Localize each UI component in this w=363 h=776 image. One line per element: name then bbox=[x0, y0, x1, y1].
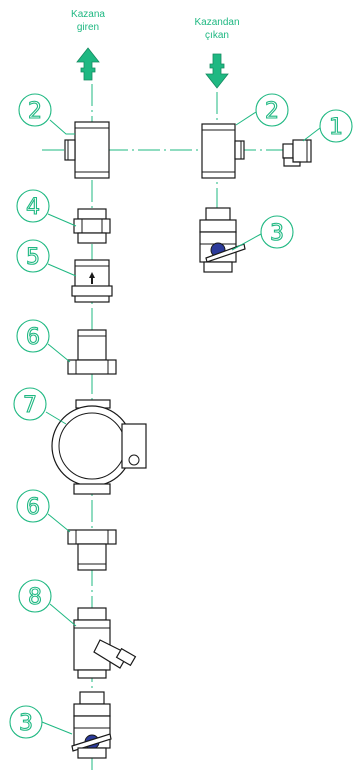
svg-text:7: 7 bbox=[23, 393, 37, 418]
inlet-label-line-2: giren bbox=[77, 22, 99, 33]
svg-text:8: 8 bbox=[28, 585, 42, 610]
svg-text:2: 2 bbox=[265, 99, 279, 124]
outlet-label-line-1: Kazandan bbox=[194, 17, 239, 28]
callout-4-nipple: 4 bbox=[16, 189, 77, 227]
lower-reducer-bushing bbox=[67, 529, 117, 571]
callout-1-right-fitting: 1 bbox=[302, 109, 353, 143]
svg-text:1: 1 bbox=[329, 115, 343, 140]
upper-reducer-bushing bbox=[67, 329, 117, 375]
y-strainer bbox=[73, 607, 137, 679]
outlet-label-line-2: çıkan bbox=[205, 30, 229, 41]
inlet-flow-up-arrow-icon bbox=[76, 47, 100, 81]
inlet-label-line-1: Kazana bbox=[71, 9, 105, 20]
svg-text:4: 4 bbox=[26, 195, 40, 220]
bottom-ball-valve bbox=[71, 691, 112, 759]
side-elbow-fitting bbox=[282, 139, 312, 167]
callout-3-right-valve: 3 bbox=[231, 215, 294, 251]
check-valve bbox=[71, 259, 113, 303]
callout-2-left-tee: 2 bbox=[18, 93, 75, 135]
svg-text:2: 2 bbox=[28, 99, 42, 124]
callout-8-strainer: 8 bbox=[18, 579, 77, 627]
right-tee-fitting bbox=[201, 123, 245, 179]
svg-text:6: 6 bbox=[26, 325, 40, 350]
outlet-flow-down-arrow-icon bbox=[205, 53, 229, 89]
hex-nipple bbox=[73, 208, 111, 244]
svg-text:5: 5 bbox=[26, 245, 40, 270]
check-valve-flow-arrow-icon bbox=[89, 272, 95, 284]
svg-text:3: 3 bbox=[19, 711, 33, 736]
callout-6-lower-reducer: 6 bbox=[16, 489, 71, 533]
callout-6-upper-reducer: 6 bbox=[16, 319, 71, 363]
circulation-pump bbox=[51, 399, 147, 495]
callout-3-bottom-valve: 3 bbox=[9, 705, 73, 739]
callout-7-pump: 7 bbox=[13, 387, 67, 425]
callout-2-right-tee: 2 bbox=[235, 93, 289, 127]
left-tee-fitting bbox=[64, 121, 110, 179]
svg-text:3: 3 bbox=[270, 221, 284, 246]
svg-text:6: 6 bbox=[26, 495, 40, 520]
right-ball-valve bbox=[199, 207, 246, 273]
callout-5-check-valve: 5 bbox=[16, 239, 77, 277]
